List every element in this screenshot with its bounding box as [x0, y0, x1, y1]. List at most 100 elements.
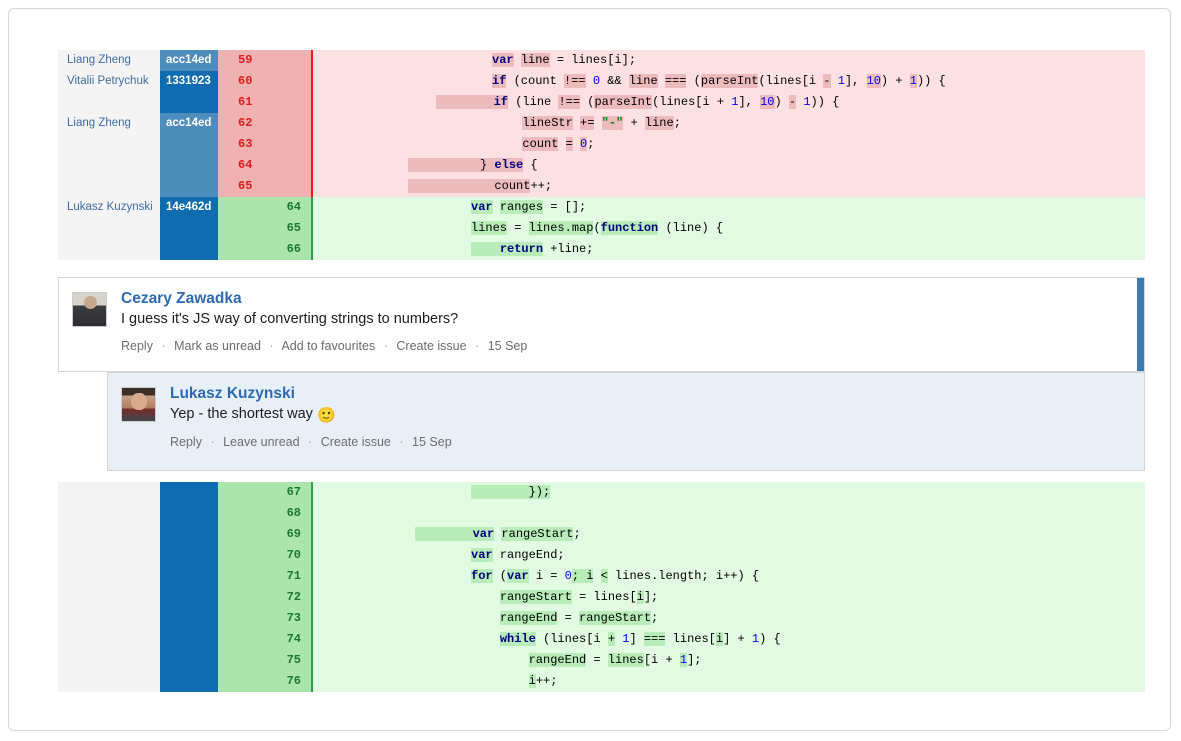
- code-line-content[interactable]: } else {: [311, 155, 1145, 176]
- code-line-row[interactable]: 61 if (line !== (parseInt(lines[i + 1], …: [58, 92, 1145, 113]
- code-token: [i +: [643, 653, 680, 667]
- code-token: )) {: [810, 95, 840, 109]
- blame-author: [58, 176, 160, 197]
- line-number[interactable]: 64: [218, 197, 311, 218]
- line-number[interactable]: 71: [218, 566, 311, 587]
- code-line-content[interactable]: });: [311, 482, 1145, 503]
- code-token: = lines[i];: [549, 53, 637, 67]
- code-line-row[interactable]: 65 count++;: [58, 176, 1145, 197]
- code-line-content[interactable]: count = 0;: [311, 134, 1145, 155]
- code-line-content[interactable]: if (count !== 0 && line === (parseInt(li…: [311, 71, 1145, 92]
- line-number[interactable]: 62: [218, 113, 311, 134]
- code-line-content[interactable]: if (line !== (parseInt(lines[i + 1], 10)…: [311, 92, 1145, 113]
- blame-author[interactable]: Liang Zheng: [58, 113, 160, 134]
- code-line-row[interactable]: 67 });: [58, 482, 1145, 503]
- action-mark-as-unread[interactable]: Mark as unread: [174, 339, 261, 353]
- blame-commit-hash[interactable]: acc14ed: [160, 113, 218, 134]
- code-line-row[interactable]: 73 rangeEnd = rangeStart;: [58, 608, 1145, 629]
- comment-actions: Reply · Leave unread · Create issue · 15…: [170, 435, 1124, 450]
- code-token: [408, 179, 495, 193]
- action-add-to-favourites[interactable]: Add to favourites: [281, 339, 376, 353]
- code-line-content[interactable]: lines = lines.map(function (line) {: [311, 218, 1145, 239]
- blame-author: [58, 671, 160, 692]
- code-token: ];: [687, 653, 702, 667]
- code-token: (line) {: [658, 221, 724, 235]
- code-line-content[interactable]: rangeStart = lines[i];: [311, 587, 1145, 608]
- action-create-issue[interactable]: Create issue: [320, 435, 391, 449]
- separator: ·: [269, 339, 274, 353]
- code-line-content[interactable]: i++;: [311, 671, 1145, 692]
- code-line-row[interactable]: 69 var rangeStart;: [58, 524, 1145, 545]
- action-reply[interactable]: Reply: [170, 435, 202, 449]
- line-number[interactable]: 69: [218, 524, 311, 545]
- blame-author[interactable]: Lukasz Kuzynski: [58, 197, 160, 218]
- action-reply[interactable]: Reply: [121, 339, 153, 353]
- code-line-content[interactable]: count++;: [311, 176, 1145, 197]
- code-line-content[interactable]: rangeEnd = lines[i + 1];: [311, 650, 1145, 671]
- comment-author[interactable]: Lukasz Kuzynski: [170, 385, 295, 402]
- code-line-content[interactable]: rangeEnd = rangeStart;: [311, 608, 1145, 629]
- line-number[interactable]: 65: [218, 176, 311, 197]
- comment-outer[interactable]: Cezary Zawadka I guess it's JS way of co…: [58, 277, 1145, 372]
- code-line-content[interactable]: var line = lines[i];: [311, 50, 1145, 71]
- line-number[interactable]: 64: [218, 155, 311, 176]
- code-token: var: [492, 53, 514, 67]
- line-number[interactable]: 76: [218, 671, 311, 692]
- line-number[interactable]: 59: [218, 50, 311, 71]
- line-number[interactable]: 60: [218, 71, 311, 92]
- code-token: =: [565, 137, 573, 151]
- code-line-row[interactable]: 66 return +line;: [58, 239, 1145, 260]
- avatar: [121, 387, 156, 422]
- blame-commit-hash[interactable]: 14e462d: [160, 197, 218, 218]
- line-number[interactable]: 67: [218, 482, 311, 503]
- blame-author: [58, 650, 160, 671]
- blame-commit-hash[interactable]: acc14ed: [160, 50, 218, 71]
- line-number[interactable]: 66: [218, 239, 311, 260]
- code-line-row[interactable]: 64 } else {: [58, 155, 1145, 176]
- blame-commit-hash: [160, 239, 218, 260]
- code-line-row[interactable]: 72 rangeStart = lines[i];: [58, 587, 1145, 608]
- code-line-row[interactable]: 68: [58, 503, 1145, 524]
- code-line-row[interactable]: 74 while (lines[i + 1] === lines[i] + 1)…: [58, 629, 1145, 650]
- code-token: [471, 590, 500, 604]
- code-line-row[interactable]: 63 count = 0;: [58, 134, 1145, 155]
- line-number[interactable]: 73: [218, 608, 311, 629]
- code-line-content[interactable]: var rangeStart;: [311, 524, 1145, 545]
- code-line-content[interactable]: return +line;: [311, 239, 1145, 260]
- line-number[interactable]: 68: [218, 503, 311, 524]
- code-token: 1: [622, 632, 630, 646]
- blame-author[interactable]: Liang Zheng: [58, 50, 160, 71]
- comment-author[interactable]: Cezary Zawadka: [121, 290, 242, 307]
- code-line-row[interactable]: 75 rangeEnd = lines[i + 1];: [58, 650, 1145, 671]
- line-number[interactable]: 61: [218, 92, 311, 113]
- code-line-content[interactable]: [311, 503, 1145, 524]
- code-line-row[interactable]: 76 i++;: [58, 671, 1145, 692]
- code-token: [831, 74, 838, 88]
- code-token: [586, 74, 593, 88]
- line-number[interactable]: 72: [218, 587, 311, 608]
- line-number[interactable]: 70: [218, 545, 311, 566]
- code-token: (count: [506, 74, 565, 88]
- line-number[interactable]: 74: [218, 629, 311, 650]
- blame-commit-hash[interactable]: 1331923: [160, 71, 218, 92]
- action-leave-unread[interactable]: Leave unread: [223, 435, 300, 449]
- code-line-content[interactable]: for (var i = 0; i < lines.length; i++) {: [311, 566, 1145, 587]
- blame-author: [58, 503, 160, 524]
- code-line-content[interactable]: lineStr += "-" + line;: [311, 113, 1145, 134]
- action-create-issue[interactable]: Create issue: [396, 339, 467, 353]
- line-number[interactable]: 75: [218, 650, 311, 671]
- line-number[interactable]: 63: [218, 134, 311, 155]
- line-number[interactable]: 65: [218, 218, 311, 239]
- code-line-content[interactable]: var rangeEnd;: [311, 545, 1145, 566]
- code-line-content[interactable]: while (lines[i + 1] === lines[i] + 1) {: [311, 629, 1145, 650]
- code-line-content[interactable]: var ranges = [];: [311, 197, 1145, 218]
- comment-reply[interactable]: Lukasz Kuzynski Yep - the shortest way 🙂…: [107, 372, 1145, 471]
- blame-author[interactable]: Vitalii Petrychuk: [58, 71, 160, 92]
